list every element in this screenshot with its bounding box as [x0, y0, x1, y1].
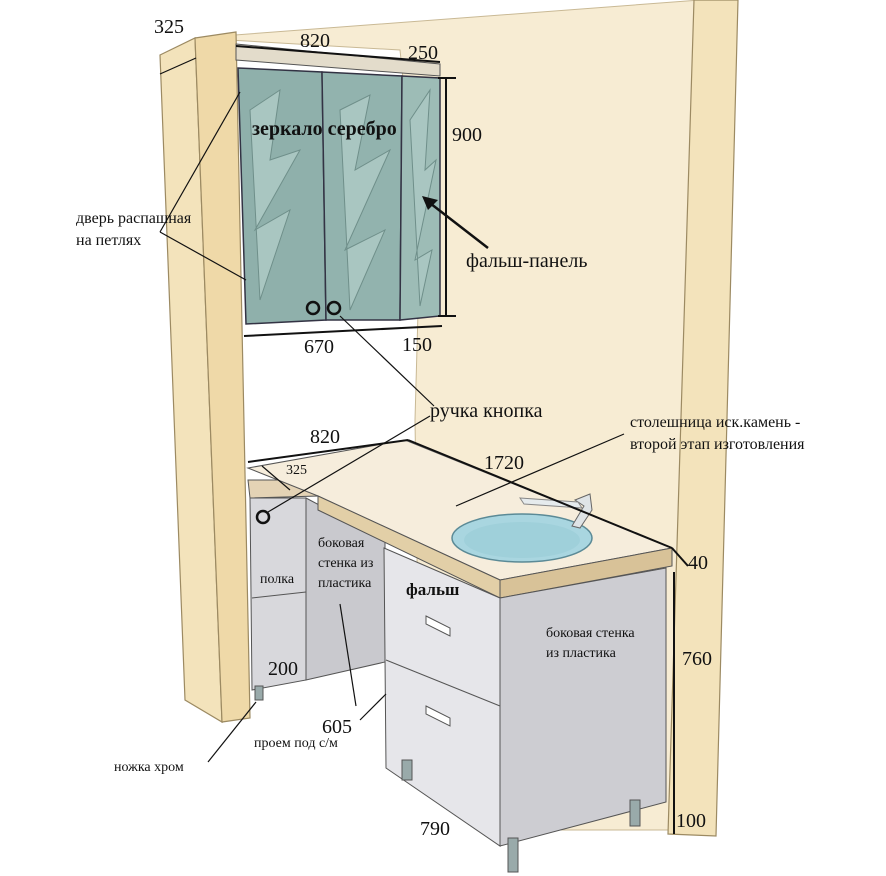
push-handle-mirror-left — [305, 300, 321, 316]
dim-line-40 — [671, 547, 689, 567]
mirror-door-left — [237, 67, 327, 325]
chrome-leg — [254, 685, 264, 701]
dim-opening-width: 605 — [322, 716, 352, 738]
dim-line-325-counter — [261, 465, 291, 491]
leader-opening — [359, 693, 387, 721]
leader-push-handle — [267, 415, 431, 513]
right-wall-column — [667, 0, 739, 837]
chrome-leg-label: ножка хром — [114, 760, 184, 775]
hinged-door-label-2: на петлях — [76, 232, 142, 249]
mirror-reflection — [339, 94, 392, 311]
leader-hinged-door — [159, 91, 241, 233]
arrowhead — [422, 196, 438, 210]
dim-line-1720 — [407, 439, 673, 549]
left-wall-column-side — [194, 31, 251, 723]
side-wall-left-label-1: боковая — [318, 536, 365, 551]
mirror-reflection — [249, 88, 302, 301]
shelf-label: полка — [260, 572, 295, 587]
dim-counter-depth: 325 — [286, 463, 307, 478]
dim-top-depth: 325 — [154, 16, 184, 38]
leader-side-wall — [339, 603, 357, 707]
chrome-leg — [629, 799, 641, 827]
side-wall-right-label-1: боковая стенка — [546, 626, 635, 641]
dim-mirror-door-width: 670 — [304, 336, 334, 358]
leader-chrome-leg — [207, 701, 257, 763]
side-wall-left-label-2: стенка из — [318, 556, 374, 571]
dim-mirror-height: 900 — [452, 124, 482, 146]
dim-cabinet-width: 790 — [420, 818, 450, 840]
shelf-line — [251, 591, 307, 599]
main-cabinet-side — [499, 567, 667, 847]
dim-counter-length: 1720 — [484, 452, 524, 474]
dim-false-panel-width: 150 — [402, 334, 432, 356]
dim-cabinet-height: 760 — [682, 648, 712, 670]
leader-push-handle — [339, 315, 435, 407]
chrome-leg — [507, 837, 519, 873]
push-handle-mirror-right — [326, 300, 342, 316]
false-panel-label: фальш-панель — [466, 250, 588, 272]
dim-leg-height: 100 — [676, 810, 706, 832]
sink-inner — [464, 522, 580, 558]
chrome-leg — [401, 759, 413, 781]
dim-top-width: 820 — [300, 30, 330, 52]
push-handle-label: ручка кнопка — [430, 400, 543, 422]
dim-line-325-top — [159, 57, 197, 75]
dim-line-820-counter — [247, 439, 409, 463]
countertop-label-2: второй этап изготовления — [630, 436, 805, 453]
drawer-handle-bottom — [425, 705, 451, 727]
side-wall-left-label-3: пластика — [318, 576, 372, 591]
dim-counter-thickness: 40 — [688, 552, 708, 574]
drawer-split — [385, 659, 501, 707]
drawer-handle-top — [425, 615, 451, 637]
leader-hinged-door — [159, 231, 247, 281]
hinged-door-label-1: дверь распашная — [76, 210, 192, 227]
push-handle-cabinet — [255, 509, 271, 525]
side-wall-right-label-2: из пластика — [546, 646, 616, 661]
leader-countertop — [455, 433, 625, 507]
washer-opening-label: проем под с/м — [254, 736, 338, 751]
leader-false-panel — [425, 199, 489, 249]
false-front-label: фальш — [406, 580, 460, 599]
dim-shelf-height: 200 — [268, 658, 298, 680]
dim-line-670 — [243, 327, 403, 337]
countertop-label-1: столешница иск.камень - — [630, 414, 801, 431]
dim-top-side-width: 250 — [408, 42, 438, 64]
dim-counter-width: 820 — [310, 426, 340, 448]
dim-line-150 — [401, 325, 443, 329]
dim-line-820-top — [235, 45, 441, 63]
mirror-title: зеркало серебро — [252, 118, 397, 140]
